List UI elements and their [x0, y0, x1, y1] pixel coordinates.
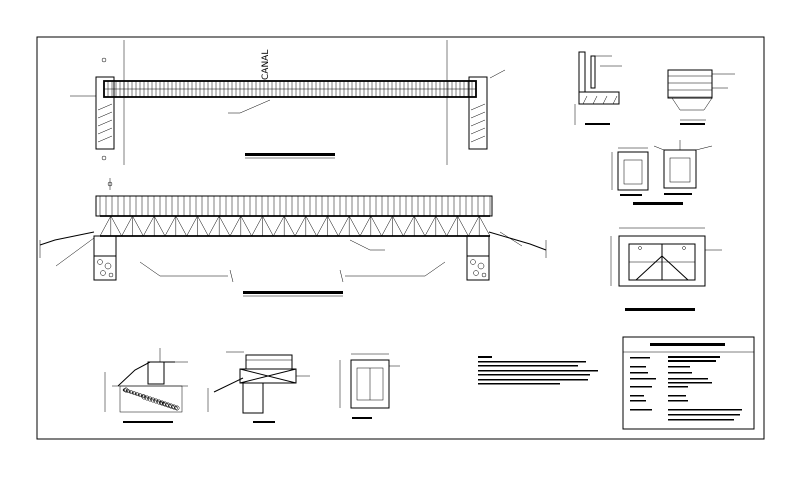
- gravel-stone: [137, 393, 141, 397]
- drawing-line: [273, 215, 285, 237]
- drawing-line: [435, 215, 447, 237]
- drawing-line: [153, 215, 166, 237]
- drawing-line: [294, 215, 307, 237]
- drawing-line: [370, 215, 382, 237]
- drawing-line: [262, 215, 274, 237]
- gravel-stone: [140, 394, 144, 398]
- gravel-stone: [165, 402, 171, 408]
- gravel-stone: [131, 391, 135, 395]
- gravel-stone: [152, 398, 156, 402]
- drawing-line: [348, 215, 361, 237]
- gravel-stone: [123, 387, 129, 393]
- drawing-line: [392, 215, 404, 237]
- drawing-line: [283, 215, 296, 237]
- gravel-stone: [141, 394, 145, 398]
- detail-pedestal-b: [653, 140, 713, 195]
- drawing-line: [316, 215, 328, 237]
- gravel-stone: [155, 399, 159, 403]
- bridge-plan-view: CANAL: [70, 40, 506, 165]
- drawing-line: [468, 215, 480, 237]
- drawing-line: [110, 215, 122, 237]
- detail-bearing-section: [339, 353, 400, 419]
- sheet-border: [36, 36, 765, 440]
- detail-support-section: [207, 351, 310, 423]
- drawing-line: [424, 215, 437, 237]
- gravel-stone: [146, 396, 150, 400]
- gravel-stone: [128, 390, 132, 394]
- drawing-line: [403, 215, 415, 237]
- detail-pedestal-a: [611, 147, 649, 196]
- drawing-line: [327, 215, 339, 237]
- drawing-line: [132, 215, 144, 237]
- drawing-line: [338, 215, 350, 237]
- gravel-stone: [143, 395, 147, 399]
- drawing-line: [359, 215, 372, 237]
- drawing-line: [208, 215, 220, 237]
- gravel-stone: [134, 392, 138, 396]
- drawing-line: [218, 215, 231, 237]
- technical-specifications-table: [622, 336, 755, 430]
- drawing-line: [99, 215, 112, 237]
- gravel-stone: [168, 403, 174, 409]
- detail-truss-connection: [610, 227, 722, 311]
- drawing-line: [175, 215, 187, 237]
- drawing-line: [240, 215, 252, 237]
- drawing-line: [446, 215, 458, 237]
- drawing-line: [186, 215, 198, 237]
- drawing-line: [121, 215, 133, 237]
- detail-abutment-section: [104, 348, 188, 423]
- gravel-stone: [158, 400, 162, 404]
- detail-rail-section: [667, 69, 735, 125]
- drawing-line: [457, 215, 469, 237]
- drawing-line: [229, 215, 242, 237]
- gravel-stone: [171, 404, 177, 410]
- drawing-line: [197, 215, 209, 237]
- detail-rail-anchor: [574, 51, 622, 125]
- gravel-stone: [161, 401, 165, 405]
- drawing-line: [413, 215, 426, 237]
- general-notes: [478, 356, 598, 385]
- bridge-elevation-view: [39, 178, 547, 297]
- drawing-line: [381, 215, 393, 237]
- drawing-line: [164, 215, 177, 237]
- gravel-stone: [174, 405, 180, 411]
- gravel-stone: [149, 397, 153, 401]
- canal-label: CANAL: [261, 50, 271, 80]
- drawing-line: [143, 215, 155, 237]
- drawing-line: [251, 215, 263, 237]
- drawing-line: [478, 215, 491, 237]
- drawing-line: [305, 215, 317, 237]
